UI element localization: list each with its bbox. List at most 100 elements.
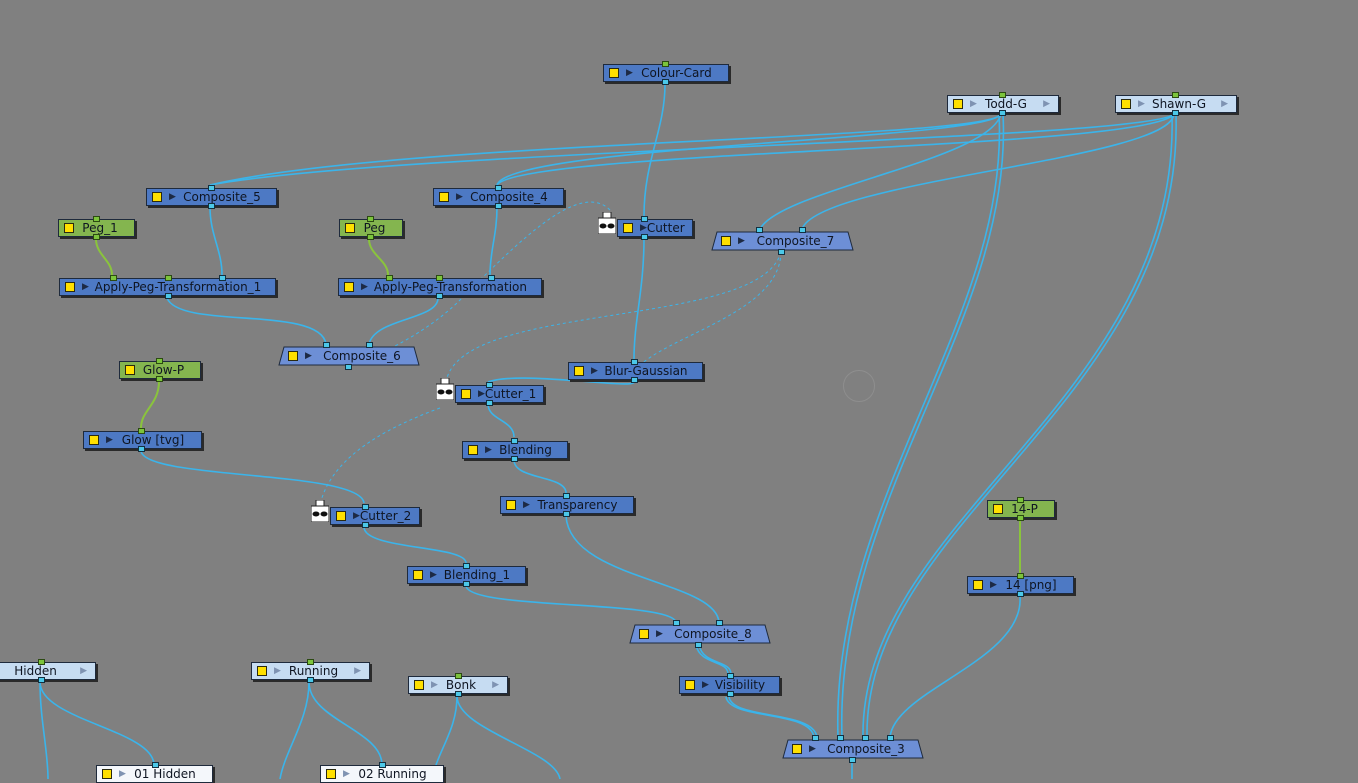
output-port[interactable] xyxy=(345,364,352,370)
input-port[interactable] xyxy=(812,735,819,741)
play-triangle-icon[interactable]: ▶ xyxy=(361,282,368,292)
input-port[interactable] xyxy=(727,673,734,679)
composite-4-node[interactable]: ▶ Composite_4 xyxy=(433,185,564,209)
peg-node[interactable]: Peg xyxy=(339,216,403,240)
input-port[interactable] xyxy=(219,275,226,281)
14-p-node[interactable]: 14-P xyxy=(987,497,1055,521)
input-port[interactable] xyxy=(386,275,393,281)
input-port[interactable] xyxy=(138,428,145,434)
play-triangle-icon[interactable]: ▶ xyxy=(485,445,492,455)
input-port[interactable] xyxy=(436,275,443,281)
input-port[interactable] xyxy=(38,659,45,665)
play-triangle-icon[interactable]: ▶ xyxy=(106,435,113,445)
enable-checkbox[interactable] xyxy=(639,629,649,639)
visibility-node[interactable]: ▶ Visibility xyxy=(679,673,780,697)
output-port[interactable] xyxy=(1172,110,1179,116)
enable-checkbox[interactable] xyxy=(953,99,963,109)
input-port[interactable] xyxy=(110,275,117,281)
enable-checkbox[interactable] xyxy=(468,445,478,455)
input-port[interactable] xyxy=(367,216,374,222)
play-triangle-icon[interactable]: ▶ xyxy=(1138,99,1145,109)
input-port[interactable] xyxy=(152,762,159,768)
input-port[interactable] xyxy=(93,216,100,222)
play-triangle-icon[interactable]: ▶ xyxy=(809,744,816,754)
input-port[interactable] xyxy=(887,735,894,741)
enable-checkbox[interactable] xyxy=(102,769,112,779)
peg-1-node[interactable]: Peg_1 xyxy=(58,216,135,240)
enable-checkbox[interactable] xyxy=(125,365,135,375)
play-triangle-icon[interactable]: ▶ xyxy=(82,282,89,292)
composite-3-node[interactable]: ▶ Composite_3 xyxy=(782,735,924,763)
input-port[interactable] xyxy=(511,438,518,444)
enable-checkbox[interactable] xyxy=(152,192,162,202)
input-port[interactable] xyxy=(495,185,502,191)
output-port[interactable] xyxy=(362,522,369,528)
enable-checkbox[interactable] xyxy=(413,570,423,580)
02-running-node[interactable]: ▶ 02 Running xyxy=(320,762,444,783)
enable-checkbox[interactable] xyxy=(461,389,471,399)
enable-checkbox[interactable] xyxy=(344,282,354,292)
play-triangle-icon[interactable]: ▶ xyxy=(492,680,499,690)
enable-checkbox[interactable] xyxy=(623,223,633,233)
input-port[interactable] xyxy=(323,342,330,348)
output-port[interactable] xyxy=(849,757,856,763)
play-triangle-icon[interactable]: ▶ xyxy=(626,68,633,78)
enable-checkbox[interactable] xyxy=(89,435,99,445)
blending-1-node[interactable]: ▶ Blending_1 xyxy=(407,563,526,587)
blur-gaussian-node[interactable]: ▶ Blur-Gaussian xyxy=(568,359,703,383)
input-port[interactable] xyxy=(999,92,1006,98)
input-port[interactable] xyxy=(463,563,470,569)
output-port[interactable] xyxy=(1017,515,1024,521)
enable-checkbox[interactable] xyxy=(685,680,695,690)
output-port[interactable] xyxy=(662,79,669,85)
enable-checkbox[interactable] xyxy=(506,500,516,510)
output-port[interactable] xyxy=(495,203,502,209)
enable-checkbox[interactable] xyxy=(439,192,449,202)
output-port[interactable] xyxy=(463,581,470,587)
output-port[interactable] xyxy=(455,691,462,697)
input-port[interactable] xyxy=(673,620,680,626)
14-png-node[interactable]: ▶ 14 [png] xyxy=(967,573,1074,597)
play-triangle-icon[interactable]: ▶ xyxy=(990,580,997,590)
play-triangle-icon[interactable]: ▶ xyxy=(738,236,745,246)
play-triangle-icon[interactable]: ▶ xyxy=(591,366,598,376)
play-triangle-icon[interactable]: ▶ xyxy=(970,99,977,109)
input-port[interactable] xyxy=(486,382,493,388)
play-triangle-icon[interactable]: ▶ xyxy=(343,769,350,779)
play-triangle-icon[interactable]: ▶ xyxy=(478,389,485,399)
input-port[interactable] xyxy=(156,358,163,364)
input-port[interactable] xyxy=(862,735,869,741)
input-port[interactable] xyxy=(455,673,462,679)
input-port[interactable] xyxy=(379,762,386,768)
composite-6-node[interactable]: ▶ Composite_6 xyxy=(278,342,420,370)
play-triangle-icon[interactable]: ▶ xyxy=(80,666,87,676)
play-triangle-icon[interactable]: ▶ xyxy=(431,680,438,690)
composite-8-node[interactable]: ▶ Composite_8 xyxy=(629,620,771,648)
input-port[interactable] xyxy=(1017,497,1024,503)
play-triangle-icon[interactable]: ▶ xyxy=(1221,99,1228,109)
output-port[interactable] xyxy=(727,691,734,697)
enable-checkbox[interactable] xyxy=(257,666,267,676)
play-triangle-icon[interactable]: ▶ xyxy=(640,223,647,233)
output-port[interactable] xyxy=(156,376,163,382)
play-triangle-icon[interactable]: ▶ xyxy=(702,680,709,690)
play-triangle-icon[interactable]: ▶ xyxy=(353,511,360,521)
bonk-node[interactable]: ▶ Bonk ▶ xyxy=(408,673,508,697)
input-port[interactable] xyxy=(208,185,215,191)
output-port[interactable] xyxy=(631,377,638,383)
colour-card-node[interactable]: ▶ Colour-Card xyxy=(603,61,729,85)
play-triangle-icon[interactable]: ▶ xyxy=(656,629,663,639)
output-port[interactable] xyxy=(486,400,493,406)
output-port[interactable] xyxy=(165,293,172,299)
output-port[interactable] xyxy=(367,234,374,240)
play-triangle-icon[interactable]: ▶ xyxy=(430,570,437,580)
enable-checkbox[interactable] xyxy=(345,223,355,233)
01-hidden-node[interactable]: ▶ 01 Hidden xyxy=(96,762,213,783)
output-port[interactable] xyxy=(307,677,314,683)
enable-checkbox[interactable] xyxy=(414,680,424,690)
running-node[interactable]: ▶ Running ▶ xyxy=(251,659,370,683)
output-port[interactable] xyxy=(93,234,100,240)
input-port[interactable] xyxy=(641,216,648,222)
apply-peg-transformation-node[interactable]: ▶ Apply-Peg-Transformation xyxy=(338,275,542,299)
shawn-g-node[interactable]: ▶ Shawn-G ▶ xyxy=(1115,92,1237,116)
